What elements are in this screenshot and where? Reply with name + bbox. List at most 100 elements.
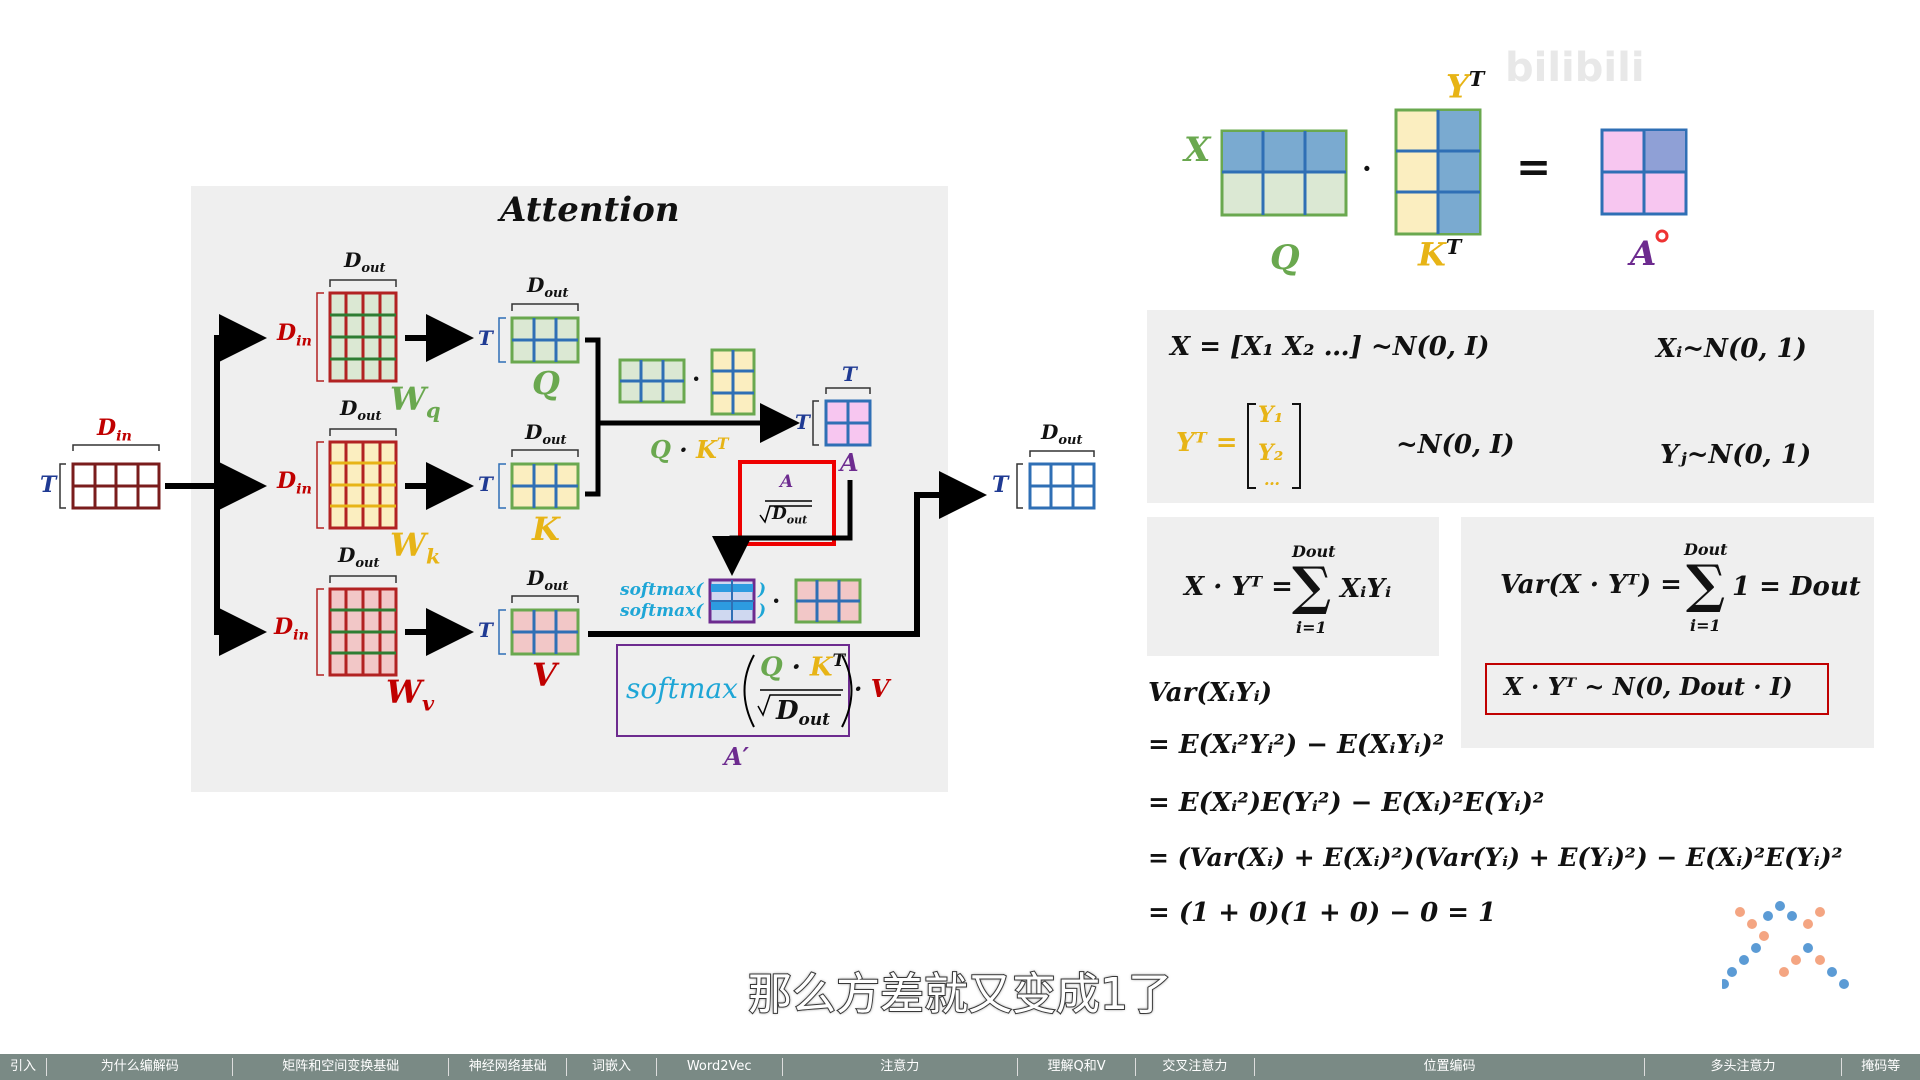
formula-box (616, 644, 850, 737)
label-a: A (840, 448, 859, 477)
nav-item-mask[interactable]: 掩码等 (1861, 1059, 1901, 1074)
nav-item-word2vec[interactable]: Word2Vec (657, 1058, 783, 1076)
eq-step-3: = (Var(Xᵢ) + E(Xᵢ)²)(Var(Yᵢ) + E(Yᵢ)²) −… (1148, 843, 1843, 872)
label-dout-k: Dout (525, 420, 567, 448)
scale-arrow (712, 480, 853, 576)
nav-item-matrix-basics[interactable]: 矩阵和空间变换基础 (233, 1058, 450, 1076)
eq-sum-top-1: Dout (1292, 542, 1336, 561)
eq-var-term: 1 = Dout (1732, 572, 1861, 602)
nav-item-intro[interactable]: 引入 (0, 1058, 47, 1076)
eq-sum-bottom-2: i=1 (1690, 616, 1721, 635)
softmax-close-1: ) (758, 580, 767, 600)
eq-y1: Y₁ (1258, 402, 1284, 428)
eq-ydots: … (1264, 470, 1280, 489)
eq-y2: Y₂ (1258, 440, 1284, 466)
wq-matrix (316, 279, 398, 383)
eq-boxed: X · Yᵀ ~ N(0, Dout · I) (1504, 672, 1793, 701)
product-dot: · (692, 364, 701, 393)
attention-title: Attention (500, 190, 680, 230)
x-q-matrix (1220, 129, 1348, 217)
matmul-a: A (1630, 234, 1657, 274)
label-wk: Wk (390, 526, 441, 569)
matmul-x: X (1184, 130, 1211, 170)
a-matrix (812, 387, 872, 447)
dot-product-panel (1147, 517, 1439, 656)
result-box (1485, 663, 1829, 715)
eq-xy-lhs: X · Yᵀ = (1184, 572, 1293, 602)
matmul-kt: KT (1418, 234, 1462, 274)
yt-kt-matrix (1394, 108, 1482, 236)
nav-item-attention[interactable]: 注意力 (783, 1058, 1018, 1076)
nav-item-positional[interactable]: 位置编码 (1255, 1058, 1646, 1076)
label-t-a-left: T (795, 410, 810, 434)
label-din-v: Din (274, 614, 309, 644)
label-t-v: T (478, 618, 493, 642)
scaling-box (738, 460, 836, 546)
label-t-output: T (992, 472, 1009, 498)
softmax-matrix (708, 578, 756, 624)
nav-item-nn-basics[interactable]: 神经网络基础 (449, 1058, 568, 1076)
watermark: bilibili (1505, 45, 1645, 91)
formula-sqrt (757, 694, 841, 717)
scale-numerator: A (780, 472, 794, 492)
label-dout-q: Dout (527, 273, 569, 301)
subtitle: 那么方差就又变成1了 (747, 968, 1173, 1021)
sqrt-sign (759, 505, 812, 524)
output-arrow (588, 471, 987, 637)
eq-xi-dist: Xᵢ~N(0, 1) (1656, 334, 1807, 364)
softmax-close-2: ) (758, 601, 767, 621)
eq-yt-lhs: Yᵀ = (1176, 428, 1238, 458)
softmax-dot: · (772, 586, 781, 615)
formula-denominator: Dout (776, 696, 830, 730)
k-matrix (498, 449, 580, 510)
label-t-k: T (478, 472, 493, 496)
matmul-dot: · (1362, 152, 1372, 185)
paren-right (841, 654, 853, 728)
q-matrix (498, 303, 580, 364)
dots-logo (1722, 901, 1849, 989)
sum-symbol-2: ∑ (1686, 554, 1726, 615)
softmax-label-2: softmax( (620, 601, 704, 621)
nav-item-embedding[interactable]: 词嵌入 (567, 1058, 657, 1076)
nav-item-multihead[interactable]: 多头注意力 (1645, 1058, 1842, 1076)
v-matrix (498, 595, 580, 656)
qk-connector (585, 337, 800, 497)
eq-step-4: = (1 + 0)(1 + 0) − 0 = 1 (1148, 898, 1497, 928)
nav-item-why-encode[interactable]: 为什么编解码 (47, 1058, 234, 1076)
nav-item-cross-attention[interactable]: 交叉注意力 (1136, 1058, 1255, 1076)
label-q: Q (532, 364, 560, 402)
nav-item-qv[interactable]: 理解Q和V (1018, 1058, 1137, 1076)
label-t-q: T (478, 326, 493, 350)
wk-matrix (316, 428, 398, 530)
eq-var-lhs: Var(X · Yᵀ) = (1500, 570, 1682, 600)
label-t-input: T (40, 472, 57, 498)
paren-left (743, 654, 755, 728)
eq-yj-dist: Yⱼ~N(0, 1) (1660, 440, 1812, 470)
a-result-matrix (1600, 128, 1688, 216)
label-dout-wq: Dout (344, 248, 386, 276)
scale-denominator: Dout (772, 504, 808, 527)
softmax-label-1: softmax( (620, 580, 704, 600)
eq-sum-term: XᵢYᵢ (1340, 574, 1392, 604)
y-vector-brackets (1247, 403, 1301, 489)
output-matrix (1016, 450, 1096, 510)
label-a-prime: A′ (724, 742, 749, 771)
distribution-panel (1147, 310, 1874, 503)
label-qkt: Q · KT (650, 434, 729, 464)
sum-symbol-1: ∑ (1292, 556, 1332, 617)
matmul-equals: = (1516, 142, 1552, 191)
formula-softmax: softmax (626, 672, 738, 705)
eq-x-vector: X = [X₁ X₂ …] ~N(0, I) (1170, 332, 1490, 362)
qk-product-left (618, 358, 686, 404)
label-wv: Wv (386, 673, 435, 716)
label-wq: Wq (390, 380, 441, 423)
matmul-yt: YT (1446, 66, 1485, 106)
branch-arrows (165, 314, 474, 656)
formula-v: · V (854, 674, 890, 703)
eq-step-1: = E(Xᵢ²Yᵢ²) − E(XᵢYᵢ)² (1148, 730, 1445, 760)
label-t-a-top: T (842, 362, 857, 386)
wv-matrix (316, 575, 398, 677)
chapter-navbar: 引入 为什么编解码 矩阵和空间变换基础 神经网络基础 词嵌入 Word2Vec … (0, 1054, 1920, 1080)
